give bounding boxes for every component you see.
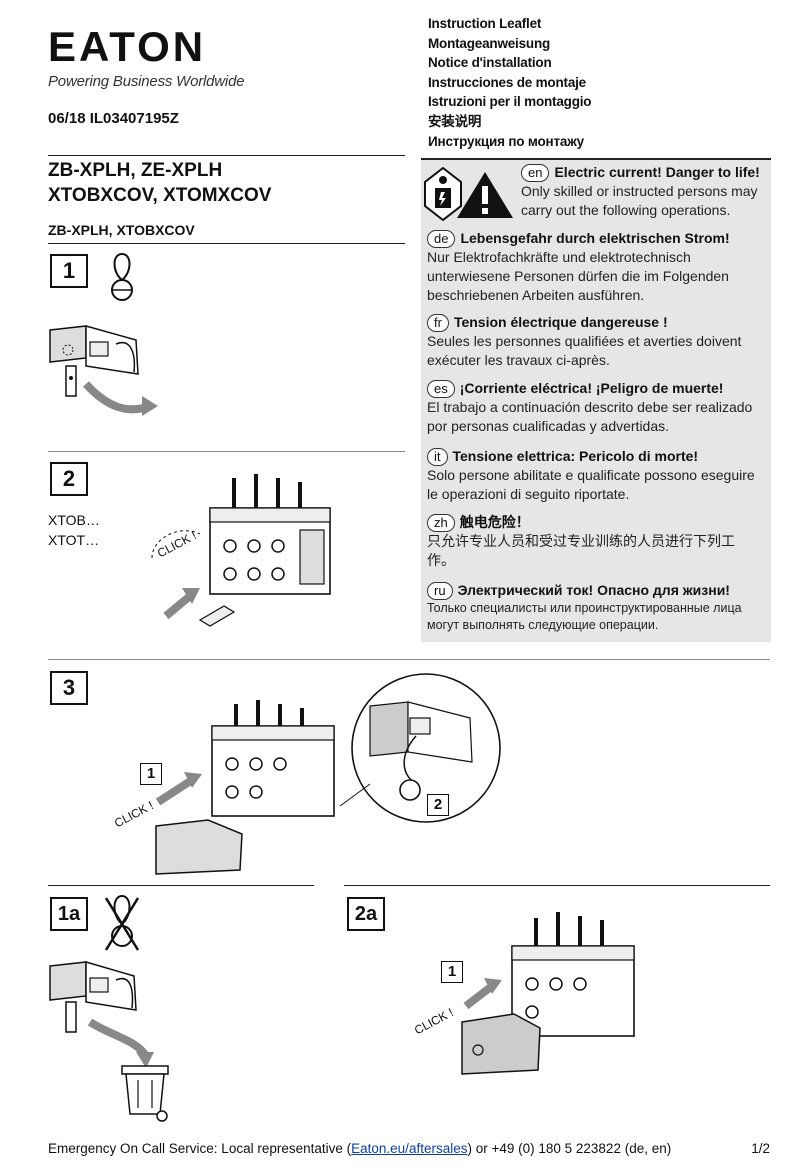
seal-crossed-icon (104, 894, 140, 951)
product-line-1: ZB-XPLH, ZE-XPLH (48, 160, 223, 181)
footer-prefix: Emergency On Call Service: Local represe… (48, 1141, 352, 1156)
warning-text-fr: Seules les personnes qualifiées et avert… (427, 333, 742, 368)
lang-code-en: en (521, 164, 550, 182)
footer-suffix: ) or +49 (0) 180 5 223822 (de, en) (467, 1141, 672, 1156)
lang-code-it: it (427, 448, 448, 466)
warning-text-en: Only skilled or instructed persons may c… (521, 183, 758, 218)
step-2-rule (48, 659, 770, 660)
step-3-sub-1: 1 (140, 763, 162, 785)
cover-removal-illustration (49, 325, 158, 416)
step-1-rule (48, 451, 405, 452)
step-3-sub-2: 2 (427, 794, 449, 816)
model-xtob: XTOB… (48, 512, 100, 528)
trash-bin-icon (121, 1065, 169, 1122)
warning-text-ru: Только специалисты или проинструктирован… (427, 601, 742, 632)
electrician-icon (424, 166, 513, 222)
warning-text-de: Nur Elektrofachkräfte und elektrotechnis… (427, 249, 729, 303)
arrow-icon (83, 381, 152, 414)
title-en: Instruction Leaflet (428, 16, 542, 31)
step-2a-rule (344, 885, 770, 886)
warning-text-zh: 只允许专业人员和受过专业训练的人员进行下列工作。 (427, 533, 735, 568)
step-3-label: 3 (50, 671, 88, 705)
title-it: Istruzioni per il montaggio (428, 94, 592, 110)
warning-title-en: Electric current! Danger to life! (554, 164, 760, 180)
product-names: ZB-XPLH, ZE-XPLH XTOBXCOV, XTOMXCOV (48, 158, 271, 208)
step-1-label: 1 (50, 254, 88, 288)
document-number: 06/18 IL03407195Z (48, 110, 179, 127)
page-number: 1/2 (751, 1141, 770, 1156)
title-ru: Инструкция по монтажу (428, 133, 584, 149)
title-de: Montageanweisung (428, 35, 551, 51)
step-2a-sub-1: 1 (441, 961, 463, 983)
warning-text-it: Solo persone abilitate e qualificate pos… (427, 467, 755, 502)
lang-code-es: es (427, 380, 455, 398)
multilingual-titles: Instruction Leaflet Montageanweisung Not… (428, 14, 768, 151)
subheading-rule (48, 243, 405, 244)
seal-icon (111, 252, 133, 301)
warning-text-es: El trabajo a continuación descrito debe … (427, 399, 753, 434)
title-fr: Notice d'installation (428, 55, 552, 71)
cover-disposal-illustration (49, 961, 169, 1122)
section-subheading: ZB-XPLH, XTOBXCOV (48, 222, 195, 238)
lang-code-zh: zh (427, 514, 455, 532)
logo-wordmark: EATON (48, 23, 207, 70)
eaton-logo: EATON Powering Business Worldwide (48, 24, 258, 99)
warning-title-de: Lebensgefahr durch elektrischen Strom! (460, 230, 730, 246)
warning-title-ru: Электрический ток! Опасно для жизни! (457, 582, 730, 598)
lang-code-de: de (427, 230, 456, 248)
step-2-label: 2 (50, 462, 88, 496)
warning-title-es: ¡Corriente eléctrica! ¡Peligro de muerte… (459, 380, 724, 396)
warning-es: es¡Corriente eléctrica! ¡Peligro de muer… (427, 378, 767, 436)
step-2a-label: 2a (347, 897, 385, 931)
lang-code-fr: fr (427, 314, 449, 332)
title-zh: 安装说明 (428, 113, 482, 129)
warning-title-fr: Tension électrique dangereuse ! (453, 314, 668, 330)
warning-title-it: Tensione elettrica: Pericolo di morte! (452, 448, 699, 464)
cover-replace-illustration (461, 912, 635, 1075)
model-xtot: XTOT… (48, 532, 100, 548)
step-1a-rule (48, 885, 314, 886)
logo-tagline: Powering Business Worldwide (48, 73, 245, 90)
title-es: Instrucciones de montaje (428, 74, 586, 90)
lang-code-ru: ru (427, 582, 453, 600)
aftersales-link[interactable]: Eaton.eu/aftersales (351, 1141, 468, 1156)
step-2-model-labels: XTOB… XTOT… (48, 510, 100, 550)
step-1a-label: 1a (50, 897, 88, 931)
footer-emergency-service: Emergency On Call Service: Local represe… (48, 1141, 770, 1156)
header-rule-left (48, 155, 405, 156)
cover-attach-illustration (155, 673, 501, 875)
relay-insert-illustration (151, 474, 331, 627)
warning-title-zh: 触电危险！ (459, 514, 530, 530)
product-line-2: XTOBXCOV, XTOMXCOV (48, 185, 272, 206)
